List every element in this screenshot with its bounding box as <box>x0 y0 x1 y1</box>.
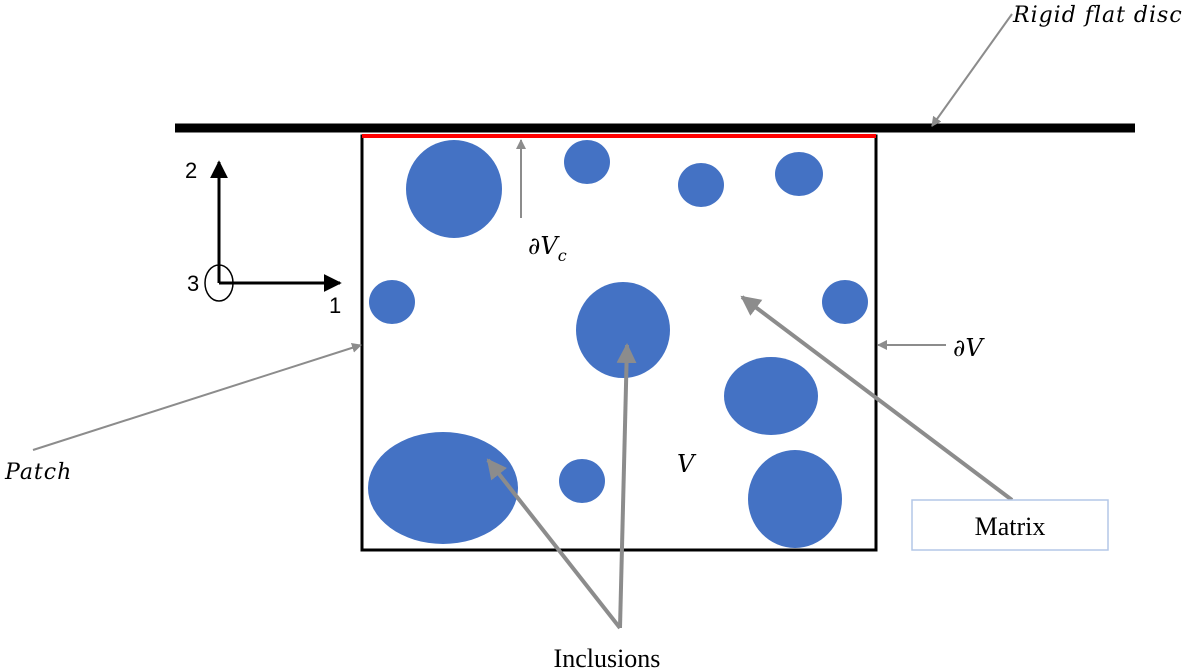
coordinate-axes: 2 1 3 <box>185 158 342 318</box>
patch-leader <box>32 342 362 451</box>
rigid-disc-label: Rigid flat disc <box>1012 3 1183 28</box>
inclusion <box>724 357 818 435</box>
inclusion <box>748 450 842 548</box>
inclusion <box>559 459 605 503</box>
inclusions-label: Inclusions <box>554 644 661 672</box>
axis-2-label: 2 <box>185 158 197 183</box>
axis-3-circle <box>204 264 234 302</box>
inclusion <box>678 163 724 207</box>
inclusion <box>576 282 670 378</box>
inclusion <box>369 280 415 324</box>
patch-label: Patch <box>4 460 72 485</box>
matrix-leader <box>740 295 1014 502</box>
contact-boundary-symbol: ∂V <box>528 232 560 260</box>
matrix-box <box>911 499 1109 551</box>
inclusion <box>822 280 868 324</box>
contact-boundary-label: ∂Vc <box>528 232 567 265</box>
inclusion <box>775 152 823 196</box>
inclusions-leader-left <box>486 458 622 630</box>
inclusion <box>368 432 518 544</box>
leader-arrows <box>32 13 1014 630</box>
outer-boundary-label: ∂V <box>953 334 985 362</box>
contact-boundary-subscript: c <box>558 246 567 265</box>
inclusion <box>406 140 502 238</box>
volume-label: V <box>677 450 697 478</box>
inclusions-leader-center <box>616 343 637 629</box>
axis-1-label: 1 <box>329 293 341 318</box>
rigid-disc-leader <box>931 13 1013 127</box>
matrix-label: Matrix <box>975 512 1046 541</box>
inclusions-group <box>368 140 868 548</box>
axis-3-label: 3 <box>187 271 199 296</box>
inclusion <box>564 140 610 184</box>
